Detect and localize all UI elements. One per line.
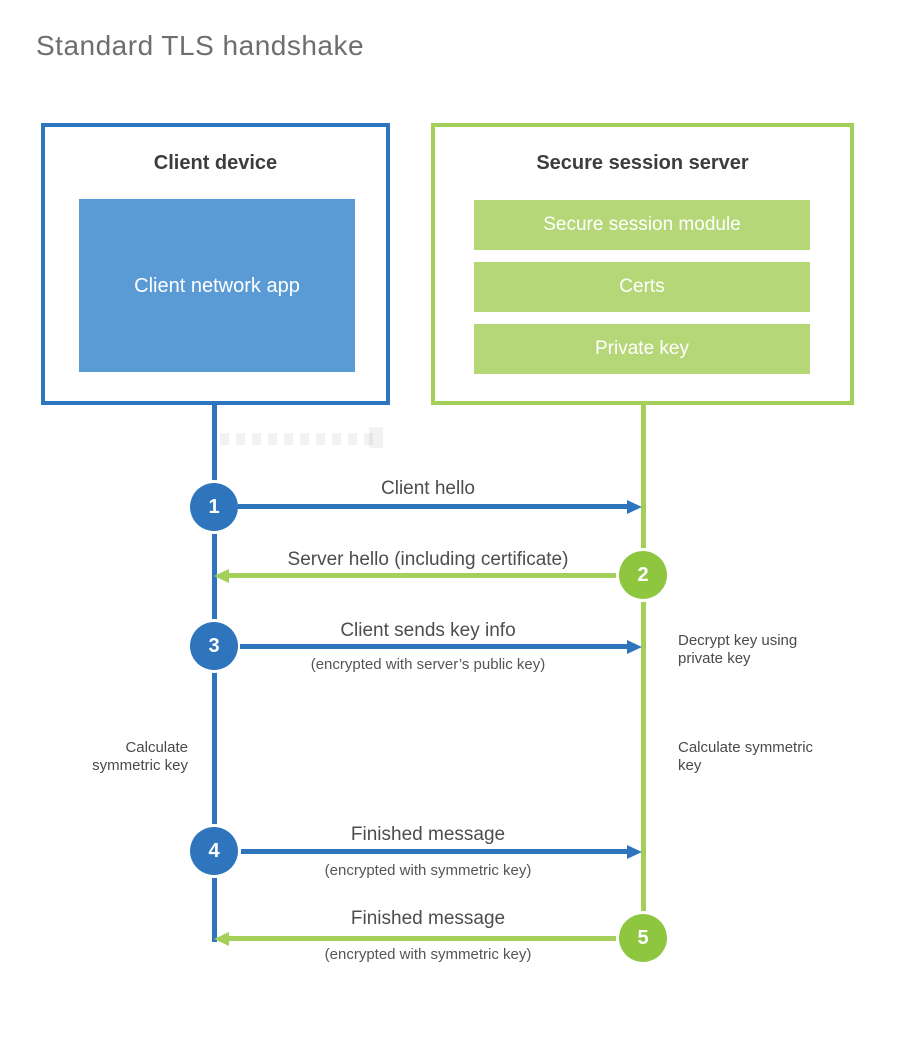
calculate-symmetric-key-note-client: Calculate symmetric key [92, 739, 188, 774]
step-2-arrow-line [229, 573, 619, 578]
step-1-circle: 1 [190, 483, 238, 531]
secure-session-server-heading: Secure session server [536, 152, 749, 174]
server-module-secure-session: Secure session module [474, 200, 810, 250]
step-3-arrowhead-right-icon [627, 640, 642, 654]
step-5-arrowhead-left-icon [214, 932, 229, 946]
client-device-heading: Client device [153, 152, 278, 174]
secure-session-server-box: Secure session server Secure session mod… [431, 123, 854, 405]
step-5-label: Finished message [350, 908, 506, 929]
step-1-number: 1 [208, 495, 220, 518]
step-5-sublabel: (encrypted with symmetric key) [324, 946, 532, 963]
step-5-arrow-line [229, 936, 619, 941]
server-lifeline [641, 405, 646, 938]
server-modules: Secure session module Certs Private key [474, 200, 810, 386]
page-title: Standard TLS handshake [36, 30, 365, 61]
step-4-number: 4 [208, 839, 220, 862]
step-3-circle: 3 [190, 622, 238, 670]
step-2-label: Server hello (including certificate) [287, 549, 569, 570]
step-3-sublabel: (encrypted with server’s public key) [310, 656, 546, 673]
step-4-label: Finished message [350, 824, 506, 845]
step-2-circle: 2 [619, 551, 667, 599]
step-1-arrowhead-right-icon [627, 500, 642, 514]
client-network-app-box: Client network app [79, 199, 355, 372]
calculate-symmetric-key-note-server: Calculate symmetric key [678, 739, 814, 774]
server-module-certs: Certs [474, 262, 810, 312]
client-lifeline [212, 405, 217, 942]
faint-dash-artifact [220, 433, 378, 445]
decrypt-key-note: Decrypt key using private key [678, 632, 798, 667]
step-4-sublabel: (encrypted with symmetric key) [324, 862, 532, 879]
step-4-arrow-line [241, 849, 627, 854]
step-3-label: Client sends key info [340, 620, 516, 641]
step-3-arrow-line [240, 644, 627, 649]
faint-dash-artifact-end [369, 427, 383, 448]
step-4-arrowhead-right-icon [627, 845, 642, 859]
step-2-arrowhead-left-icon [214, 569, 229, 583]
client-device-box: Client device Client network app [41, 123, 390, 405]
step-3-number: 3 [208, 634, 220, 657]
step-4-circle: 4 [190, 827, 238, 875]
step-2-number: 2 [637, 563, 649, 586]
step-1-arrow-line [238, 504, 627, 509]
step-1-label: Client hello [381, 478, 475, 499]
step-5-circle: 5 [619, 914, 667, 962]
step-5-number: 5 [637, 926, 649, 949]
server-module-private-key: Private key [474, 324, 810, 374]
client-network-app-label: Client network app [134, 274, 300, 297]
